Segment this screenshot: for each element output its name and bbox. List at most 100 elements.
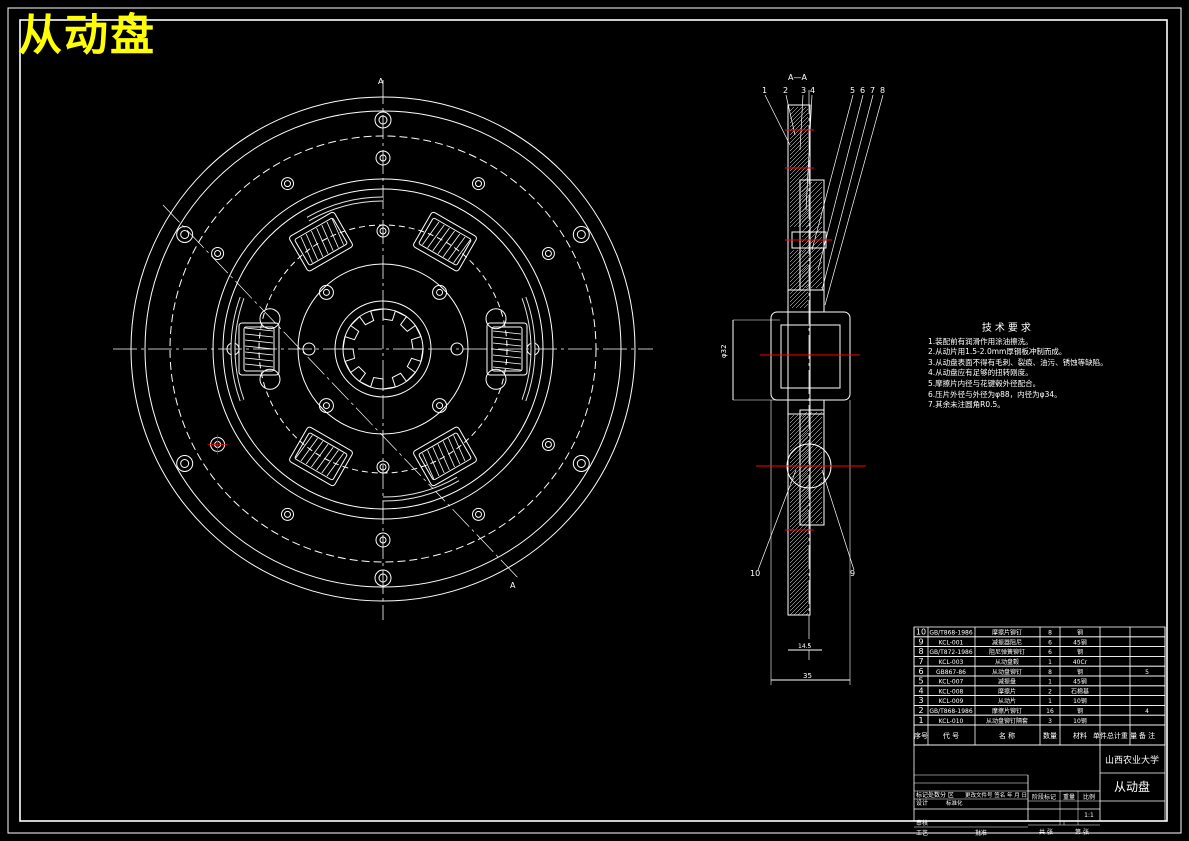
title-block-text: 1:1 (1084, 812, 1094, 819)
callout-number: 6 (860, 86, 865, 95)
rivet-hole (485, 308, 507, 330)
hub-outer (334, 300, 432, 398)
bom-cell: 5 (1145, 669, 1149, 676)
bom-header: 材料 (1073, 731, 1087, 740)
tech-line: 1.装配前有润滑作用涂油擦洗。 (928, 336, 1033, 346)
bom-header: 数量 (1043, 731, 1057, 740)
damper-plate-section-bot (799, 409, 825, 526)
bom-cell: KCL-001 (939, 639, 964, 646)
bom-header: 备 注 (1139, 731, 1155, 740)
rivet-hole (472, 177, 485, 191)
bom-cell: 石棉基 (1071, 687, 1089, 695)
bom-cell: 8 (1048, 630, 1052, 637)
rivet-hole (541, 438, 555, 451)
bom-cell: 摩擦片铆钉 (992, 629, 1022, 637)
bom-cell: 减振盘 (998, 678, 1016, 686)
slot-inner (231, 297, 244, 401)
bom-cell: 1 (1048, 698, 1052, 705)
rivet-hole (302, 342, 316, 356)
rivet-hole-inner (576, 230, 586, 239)
bom-cell: 4 (1145, 708, 1149, 715)
slot-inner (382, 477, 459, 501)
rivet-circle-outer (169, 135, 597, 563)
rivet-hole (432, 398, 448, 414)
bom-cell: 45钢 (1073, 638, 1087, 646)
bom-cell: KCL-008 (939, 688, 964, 695)
rivet-hole (485, 368, 507, 390)
rivet-hole (259, 368, 281, 390)
callout-number: 4 (810, 86, 815, 95)
bom-cell: GB867-86 (936, 669, 966, 676)
rivet-hole (541, 247, 555, 260)
section-label: A—A (788, 73, 807, 82)
tech-title: 技术要求 (981, 323, 1034, 334)
rivet-hole (376, 460, 390, 474)
bom-cell: 8 (1048, 669, 1052, 676)
outer-frame (7, 7, 1182, 834)
rivet-hole-inner (576, 459, 586, 468)
title-block-text: 标记处数分 区 (916, 791, 954, 799)
bom-cell: 16 (1046, 708, 1054, 715)
rivet-hole (211, 247, 225, 260)
rivet-hole-inner (378, 573, 388, 583)
title-block-text: 山西农业大学 (1105, 754, 1159, 766)
bom-cell: KCL-009 (939, 698, 964, 705)
bom-cell: 3 (1048, 718, 1052, 725)
dim-bore-text: φ32 (720, 344, 728, 358)
callout-number: 2 (783, 86, 788, 95)
bom-cell: 摩擦片 (998, 687, 1016, 695)
technical-requirements: 技术要求 1.装配前有润滑作用涂油擦洗。 2.从动片用1.5-2.0mm厚钢板冲… (928, 323, 1108, 411)
rivet-hole-inner (322, 402, 330, 410)
rivet-hole (375, 532, 391, 548)
inner-frame (19, 19, 1168, 822)
tech-line: 6.压片外径与外径为φ88，内径为φ34。 (928, 389, 1062, 399)
callout-leaders (757, 94, 884, 571)
bom-cell: 摩擦片铆钉 (992, 707, 1022, 715)
title-block-text: 比例 (1083, 793, 1095, 801)
bom-cell: 6 (1048, 649, 1052, 656)
rivet-hole-inner (544, 441, 552, 448)
bom-cell: 4 (918, 686, 923, 695)
rivet-hole (259, 308, 281, 330)
damper-spring (413, 426, 477, 487)
callout-number: 5 (850, 86, 855, 95)
bom-cell: 6 (1048, 639, 1052, 646)
rivet-hole-inner (180, 459, 190, 468)
title-block-text: 重量 (1063, 793, 1075, 801)
hub-neck-top (787, 289, 825, 313)
cut-label-top: A (378, 77, 384, 86)
damper-spring (413, 211, 477, 272)
friction-disc-section (787, 104, 811, 616)
driven-plate-edge (212, 178, 554, 520)
rivet-hole (374, 111, 392, 129)
damper-spring (238, 322, 280, 376)
rivet-hole (432, 284, 448, 300)
callout-number: 7 (870, 86, 875, 95)
bom-cell: 9 (918, 637, 923, 646)
bom-cell: 10 (916, 628, 926, 637)
rivet-hole (318, 284, 334, 300)
bom-cell: 从动盘毂 (995, 658, 1019, 666)
damper-springs (238, 211, 528, 487)
title-block-text: 从动盘 (1114, 779, 1150, 794)
rivet-hole-inner (475, 510, 482, 518)
rivet-hole-inner (379, 536, 387, 544)
bom-cell: GB/T872-1986 (929, 649, 973, 656)
bom-cell: 2 (1048, 688, 1052, 695)
drawing-title: 从动盘 (18, 10, 156, 61)
callout-number: 10 (750, 569, 760, 578)
bom-cell: 从动盘铆钉 (992, 668, 1022, 676)
rivet-holes (176, 111, 590, 587)
dim-hub-len-text: 14.5 (798, 643, 812, 650)
bom-cell: 从动盘铆钉隔套 (986, 717, 1028, 725)
rivet-hole (281, 177, 294, 191)
title-block-text: 标准化 (946, 799, 963, 807)
rivet-hole-inner (379, 463, 387, 471)
rivet-hole-inner (475, 180, 482, 188)
bom-cell: 从动片 (998, 697, 1016, 705)
bom-cell: 6 (918, 667, 923, 676)
bom-cell: 2 (918, 706, 923, 715)
tech-line: 5.摩擦片内径与花键毂外径配合。 (928, 378, 1041, 388)
bom-cell: 40Cr (1073, 659, 1088, 666)
